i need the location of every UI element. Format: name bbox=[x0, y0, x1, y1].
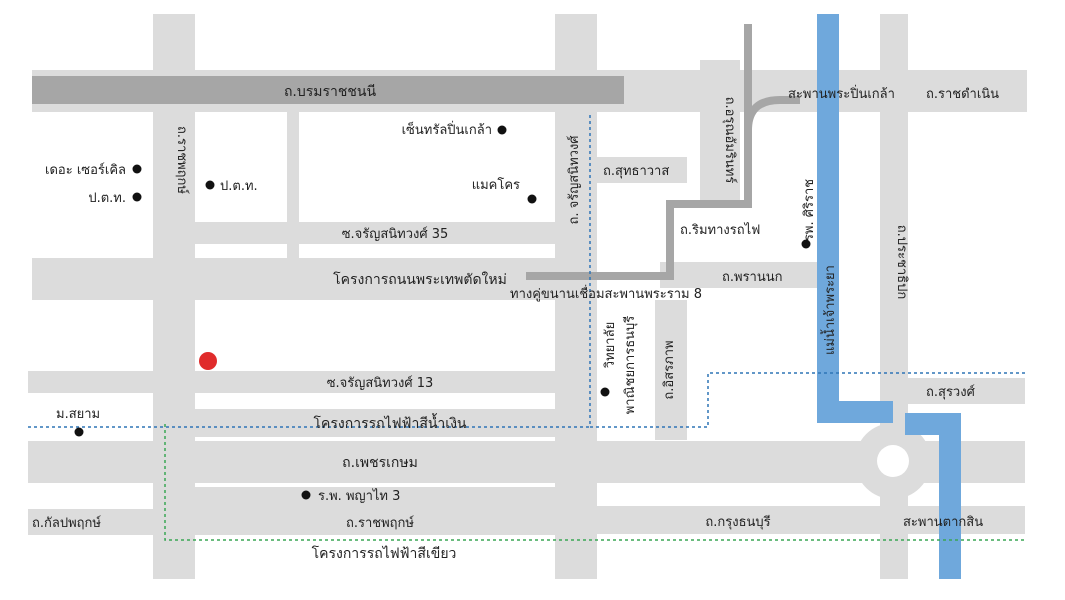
label-makro: แมคโคร bbox=[472, 177, 520, 193]
label-phra-nok: ถ.พรานนก bbox=[722, 270, 783, 285]
label-green-line: โครงการรถไฟฟ้าสีเขียว bbox=[312, 545, 457, 562]
roundabout bbox=[855, 423, 931, 499]
label-college-line2: พาณิชยการธนบุรี bbox=[622, 316, 638, 415]
label-prachathipok: ถ.ประชาธิปก bbox=[894, 225, 909, 299]
site-marker[interactable] bbox=[199, 352, 217, 370]
label-siam-university: ม.สยาม bbox=[56, 407, 100, 422]
rail-green-line bbox=[164, 424, 1025, 541]
label-sutthawat: ถ.สุทธาวาส bbox=[603, 164, 669, 179]
road-soi-charan-13 bbox=[28, 371, 555, 393]
labels-vertical: ถ.ราชพฤกษ์ ถ. จรัญสนิทวงศ์ ถ.อรุณอัมรินท… bbox=[174, 97, 909, 415]
roads-horizontal bbox=[28, 70, 1027, 535]
label-itsaraphap: ถ.อิสรภาพ bbox=[662, 340, 677, 399]
label-college-line1: วิทยาลัย bbox=[603, 322, 618, 369]
label-ptt-left: ป.ต.ท. bbox=[88, 191, 126, 206]
label-surawong: ถ.สุรวงศ์ bbox=[926, 384, 976, 400]
marker-the-circle bbox=[132, 164, 142, 174]
marker-college bbox=[600, 387, 610, 397]
road-itsaraphap bbox=[655, 300, 687, 440]
chao-phraya-river bbox=[817, 14, 961, 579]
label-charansanitwong: ถ. จรัญสนิทวงศ์ bbox=[566, 135, 582, 225]
label-krung-thonburi: ถ.กรุงธนบุรี bbox=[705, 514, 770, 530]
road-phetkasem bbox=[28, 441, 873, 483]
label-taksin-bridge: สะพานตากสิน bbox=[903, 515, 983, 530]
label-phetkasem: ถ.เพชรเกษม bbox=[342, 455, 418, 471]
label-central-pinklao: เซ็นทรัลปิ่นเกล้า bbox=[402, 120, 492, 138]
road-rail-blue-corridor bbox=[195, 409, 555, 437]
labels: ถ.บรมราชชนนี สะพานพระปิ่นเกล้า ถ.ราชดำเน… bbox=[32, 84, 999, 562]
marker-siriraj bbox=[801, 239, 811, 249]
label-soi-charan-13: ซ.จรัญสนิทวงศ์ 13 bbox=[327, 375, 434, 391]
road-ratchaphruek-horizontal bbox=[28, 509, 555, 535]
label-new-road-project: โครงการถนนพระเทพตัดใหม่ bbox=[333, 271, 507, 288]
road-borommaratchachonnani bbox=[32, 76, 624, 104]
marker-makro bbox=[527, 194, 537, 204]
label-ratchaphruek-horizontal: ถ.ราชพฤกษ์ bbox=[346, 515, 414, 531]
label-arun-amarin: ถ.อรุณอัมรินทร์ bbox=[722, 97, 738, 184]
road-phra-nok bbox=[660, 262, 820, 288]
label-river: แม่น้ำเจ้าพระยา bbox=[820, 265, 838, 355]
road-phayathai-strip bbox=[195, 487, 555, 509]
label-ratchaphruek-vertical: ถ.ราชพฤกษ์ bbox=[174, 126, 190, 194]
label-the-circle: เดอะ เซอร์เคิล bbox=[45, 162, 126, 178]
label-siriraj: รพ. ศิริราช bbox=[802, 179, 817, 241]
road-soi-charan-35 bbox=[195, 222, 555, 244]
label-soi-charan-35: ซ.จรัญสนิทวงศ์ 35 bbox=[342, 226, 449, 242]
road-new-road-project bbox=[32, 258, 555, 300]
label-pinklao-bridge: สะพานพระปิ่นเกล้า bbox=[788, 85, 895, 102]
marker-phayathai3 bbox=[301, 490, 311, 500]
label-ratchadamnoen: ถ.ราชดำเนิน bbox=[926, 87, 999, 102]
label-rim-thang-rotfai: ถ.ริมทางรถไฟ bbox=[680, 222, 760, 238]
marker-ptt-center bbox=[205, 180, 215, 190]
rail-blue-line bbox=[28, 115, 1025, 428]
label-blue-line: โครงการรถไฟฟ้าสีน้ำเงิน bbox=[314, 413, 467, 432]
road-surawong bbox=[900, 378, 1025, 404]
label-kanlapaphruek: ถ.กัลปพฤกษ์ bbox=[32, 515, 101, 531]
label-ptt-center: ป.ต.ท. bbox=[220, 179, 258, 194]
marker-siam-university bbox=[74, 427, 84, 437]
marker-ptt-left bbox=[132, 192, 142, 202]
label-phayathai3: ร.พ. พญาไท 3 bbox=[318, 488, 400, 504]
label-borommaratchachonnani: ถ.บรมราชชนนี bbox=[284, 84, 377, 100]
marker-central-pinklao bbox=[497, 125, 507, 135]
label-bridge-link: ทางคู่ขนานเชื่อมสะพานพระราม 8 bbox=[510, 285, 702, 302]
road-sutthawat bbox=[597, 157, 687, 183]
road-bridge-link-highlight bbox=[526, 24, 800, 280]
